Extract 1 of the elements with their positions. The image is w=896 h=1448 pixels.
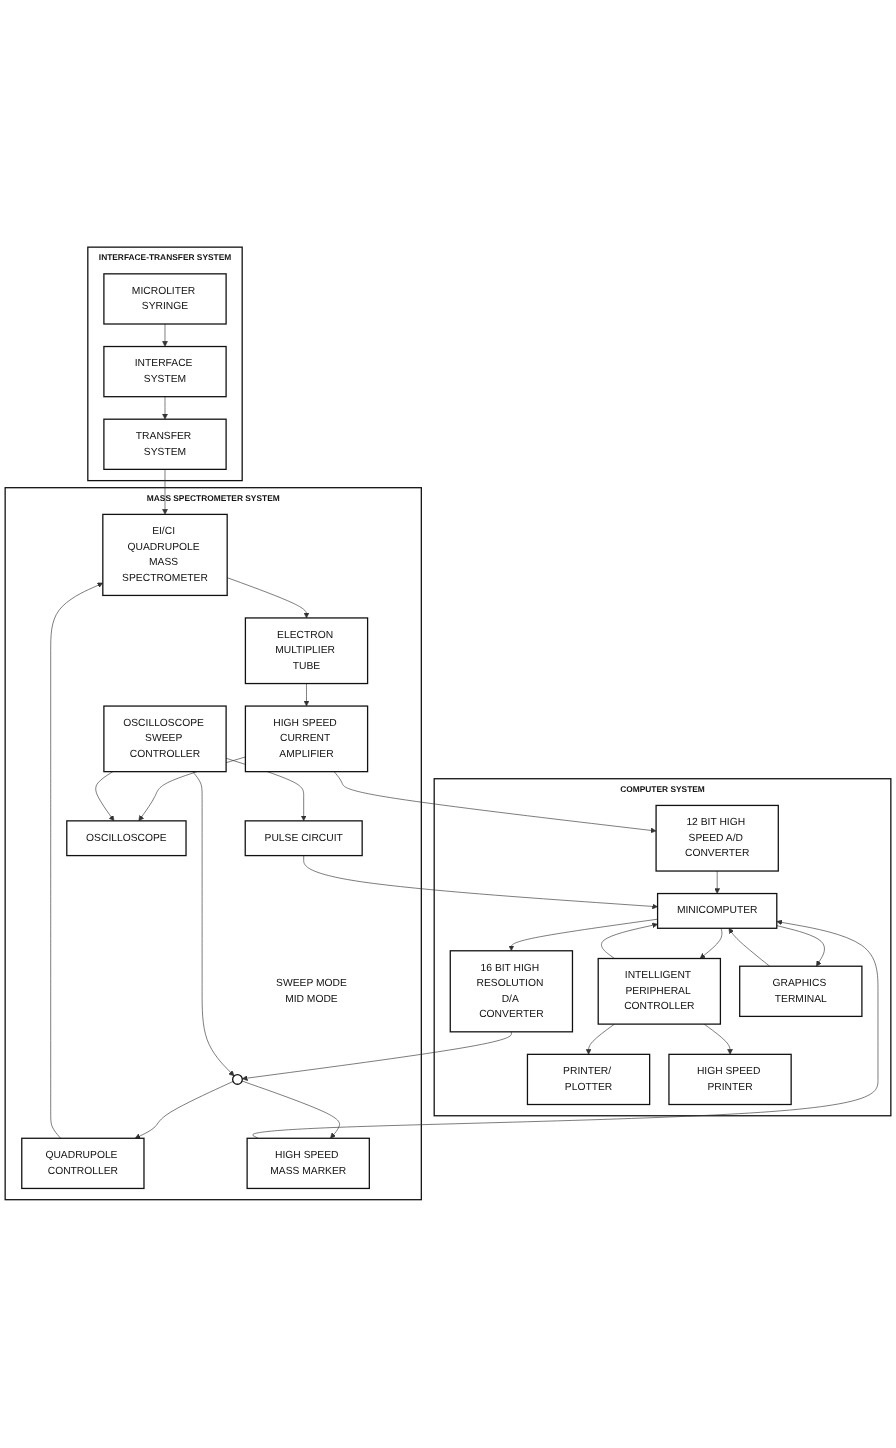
node-circle xyxy=(232,1074,243,1086)
